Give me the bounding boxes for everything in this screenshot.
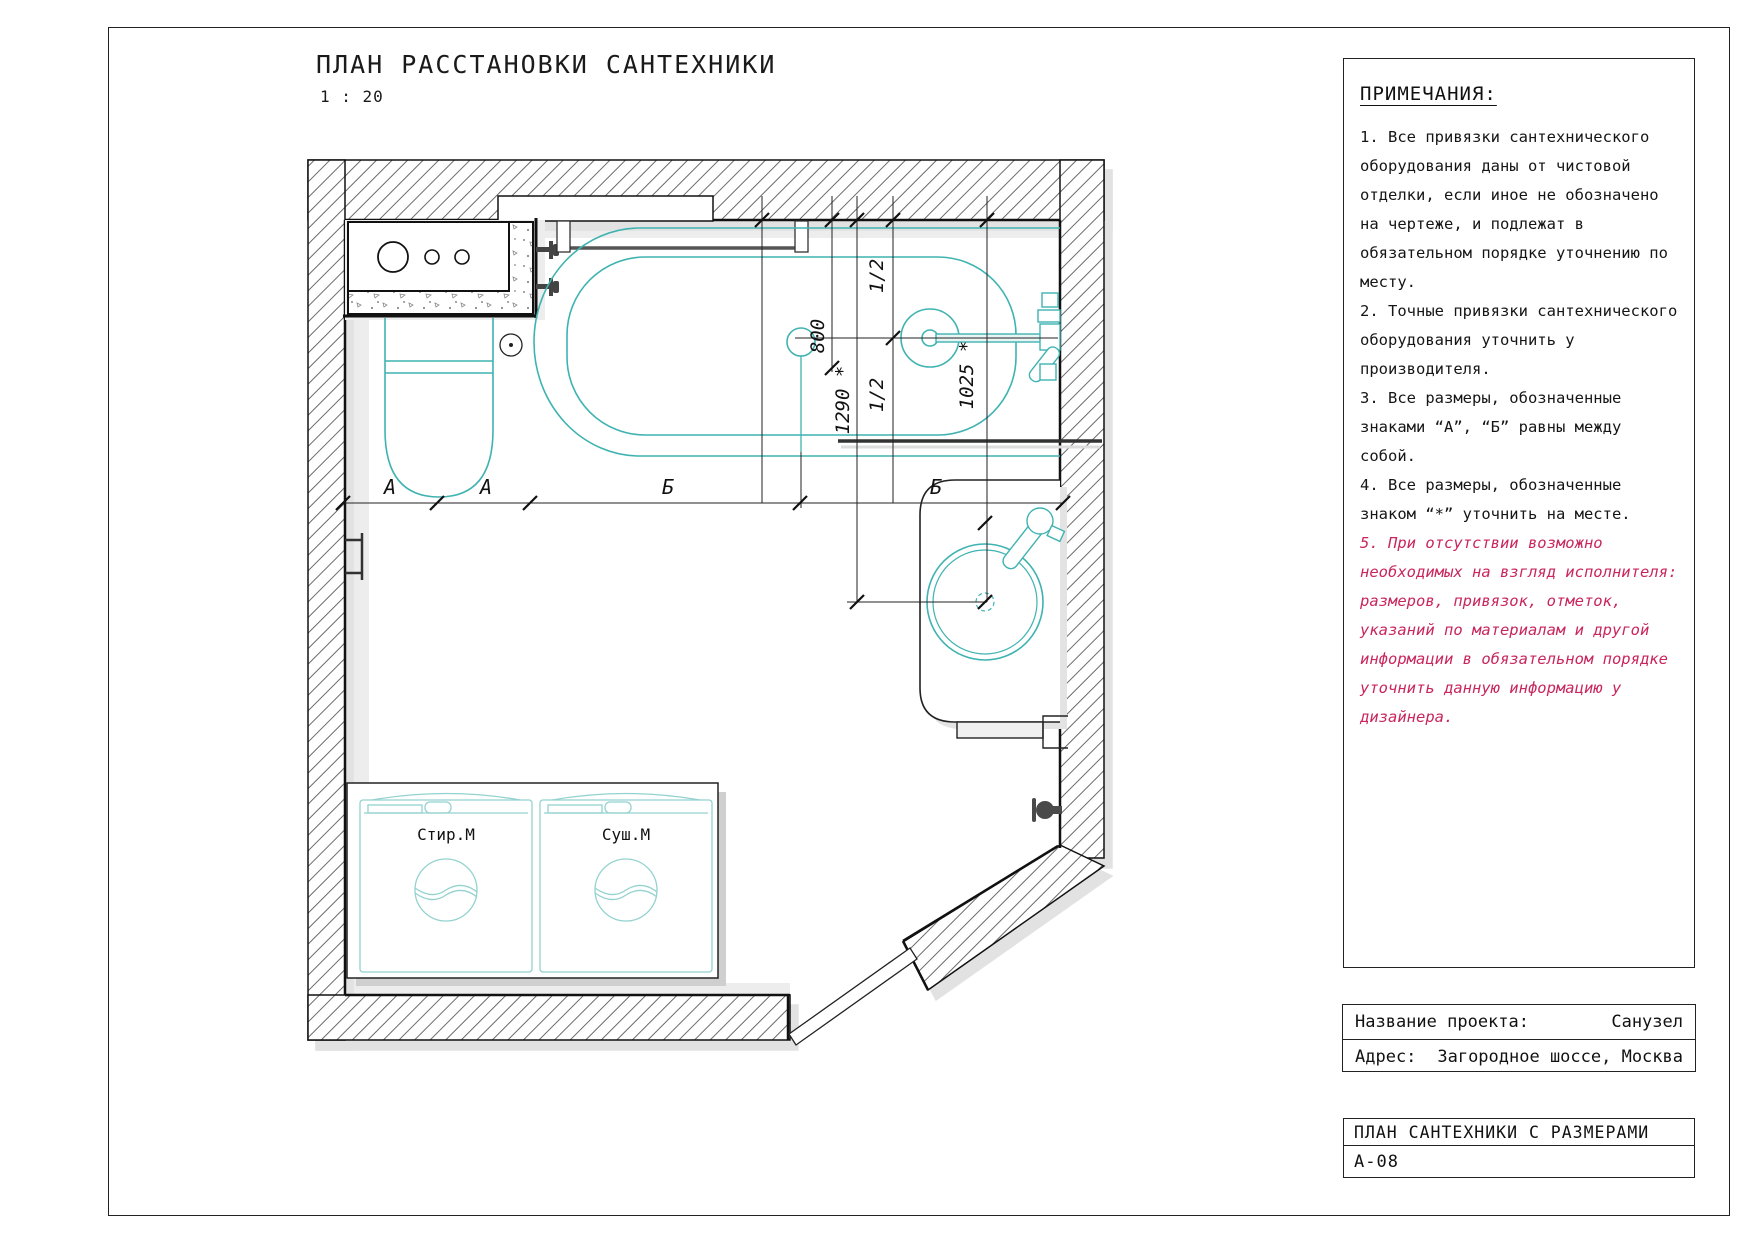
sheet-number: А-08 bbox=[1354, 1152, 1399, 1172]
sheet-border-frame bbox=[108, 27, 1730, 1216]
project-address-label: Адрес: bbox=[1355, 1046, 1417, 1067]
bathtub bbox=[533, 227, 1060, 457]
axis-label-b1: Б bbox=[662, 475, 674, 499]
dim-1025: 1025 * bbox=[956, 341, 978, 410]
project-name-value: Санузел bbox=[1611, 1012, 1683, 1032]
project-address-value: Загородное шоссе, Москва bbox=[1437, 1046, 1683, 1067]
note-item-5: 5. При отсутствии возможно необходимых н… bbox=[1360, 534, 1678, 726]
dim-half-top: 1/2 bbox=[866, 259, 888, 293]
tub-screen bbox=[838, 439, 1102, 449]
toilet bbox=[384, 318, 494, 498]
dimension-lines bbox=[343, 196, 1063, 603]
note-item-1: 1. Все привязки сантехнического оборудов… bbox=[1360, 128, 1668, 291]
water-outlet-point bbox=[499, 333, 523, 357]
vanity-shelf bbox=[956, 721, 1044, 739]
project-name-label: Название проекта: bbox=[1355, 1012, 1529, 1032]
walls bbox=[307, 159, 1106, 1041]
project-info-table: Название проекта: Санузел Адрес: Загород… bbox=[1342, 1004, 1696, 1072]
door-leaf bbox=[788, 947, 918, 1046]
axis-label-b2: Б bbox=[930, 475, 942, 499]
dryer-label: Суш.М bbox=[602, 825, 650, 844]
project-address-row: Адрес: Загородное шоссе, Москва bbox=[1343, 1039, 1695, 1073]
tub-mixer bbox=[1028, 292, 1061, 383]
flush-plate-large-button bbox=[377, 241, 409, 273]
dim-half-bottom: 1/2 bbox=[866, 378, 888, 412]
dimension-ticks bbox=[335, 212, 1071, 610]
top-wall-niche bbox=[497, 195, 714, 222]
cistern-niche bbox=[343, 218, 545, 320]
project-name-row: Название проекта: Санузел bbox=[1343, 1005, 1695, 1039]
drawing-title-block: ПЛАН РАССТАНОВКИ САНТЕХНИКИ 1 : 20 bbox=[316, 50, 776, 106]
drawing-scale: 1 : 20 bbox=[320, 87, 384, 106]
vanity-bracket bbox=[1042, 715, 1068, 749]
sheet-title-box: ПЛАН САНТЕХНИКИ С РАЗМЕРАМИ А-08 bbox=[1343, 1118, 1695, 1178]
note-item-2: 2. Точные привязки сантехнического обору… bbox=[1360, 302, 1678, 378]
flush-plate-small-button bbox=[424, 249, 440, 265]
flush-plate-small-button bbox=[454, 249, 470, 265]
axis-label-a1: А bbox=[382, 475, 396, 499]
note-item-4: 4. Все размеры, обозначенные знаком “*” … bbox=[1360, 476, 1631, 523]
axis-label-a2: А bbox=[478, 475, 492, 499]
dim-1290: 1290 * bbox=[832, 366, 854, 435]
left-wall-towel-rail bbox=[345, 533, 364, 580]
dryer-machine bbox=[539, 792, 713, 973]
dim-800: 800 bbox=[807, 319, 829, 353]
note-item-3: 3. Все размеры, обозначенные знаками “А”… bbox=[1360, 389, 1622, 465]
notes-heading: ПРИМЕЧАНИЯ: bbox=[1360, 83, 1497, 105]
notes-panel: ПРИМЕЧАНИЯ: 1. Все привязки сантехническ… bbox=[1343, 58, 1695, 968]
sink-faucet bbox=[1002, 507, 1066, 570]
washing-machine bbox=[359, 792, 533, 973]
chamfer-wall bbox=[902, 844, 1106, 992]
drawing-title: ПЛАН РАССТАНОВКИ САНТЕХНИКИ bbox=[316, 50, 777, 79]
washer-label: Стир.М bbox=[417, 825, 475, 844]
wall-valve bbox=[1032, 798, 1062, 822]
sheet-title: ПЛАН САНТЕХНИКИ С РАЗМЕРАМИ bbox=[1344, 1119, 1694, 1146]
